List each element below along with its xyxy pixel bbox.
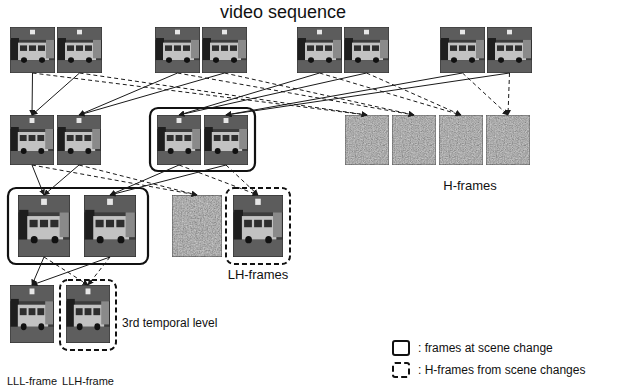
highpass-arrows-part [79, 165, 197, 195]
frame-label: LLL-frame [7, 375, 57, 388]
row3-frames-part [233, 195, 283, 257]
highpass-arrows-part [44, 257, 88, 285]
row3-frames-part [172, 195, 222, 257]
lowpass-arrows-part [32, 73, 80, 115]
highpass-arrows [32, 73, 510, 285]
lowpass-arrows-part [44, 165, 79, 195]
row1-frames-part [10, 27, 55, 73]
row2-frames-part [57, 115, 101, 165]
lowpass-arrows-part [110, 165, 226, 195]
diagram-title: video sequence [220, 2, 346, 23]
highpass-arrows-part [32, 165, 197, 195]
row2-frames-part [439, 115, 483, 165]
lowpass-arrows [32, 73, 510, 285]
lowpass-arrows-part [226, 73, 463, 115]
row2-frames-part [392, 115, 436, 165]
highpass-arrows-part [463, 73, 509, 115]
row2-frames-part [345, 115, 389, 165]
row2-frames-part [10, 115, 54, 165]
lowpass-arrows-part [179, 73, 367, 115]
frame-node: LLL-frame [10, 285, 54, 343]
legend-swatch [392, 340, 410, 356]
lowpass-arrows-part [32, 165, 44, 195]
row1-frames-part [202, 27, 247, 73]
lowpass-arrows-part [226, 73, 510, 115]
frame-group-label: 3rd temporal level [122, 317, 217, 331]
scene-change-brackets [8, 108, 290, 350]
highpass-arrows-part [226, 165, 258, 195]
frame-label: LLH-frame [62, 375, 114, 388]
row3-frames-part [18, 195, 70, 257]
highpass-arrows-part [88, 257, 110, 285]
lowpass-arrows-part [32, 257, 44, 285]
legend-row: : frames at scene change [392, 340, 553, 356]
highpass-arrows-part [33, 73, 368, 115]
highpass-arrows-part [508, 73, 510, 115]
row3-frames-part [84, 195, 136, 257]
legend-row: : H-frames from scene changes [392, 362, 585, 378]
row4-frames-part [66, 285, 110, 343]
scene-change-brackets-part [226, 188, 290, 264]
lowpass-arrows-part [79, 73, 178, 115]
legend-text: : H-frames from scene changes [418, 363, 585, 377]
row1-frames-part [155, 27, 200, 73]
row3-frames [18, 195, 283, 257]
scene-change-brackets-part [8, 188, 148, 264]
highpass-arrows-part [320, 73, 462, 115]
frame-group-label: LH-frames [228, 268, 289, 283]
lowpass-arrows-part [32, 257, 110, 285]
legend-text: : frames at scene change [418, 341, 553, 355]
scene-change-brackets-part [150, 108, 255, 171]
row1-frames-part [344, 27, 389, 73]
row1-frames-part [57, 27, 102, 73]
frame-group-label: H-frames [443, 179, 496, 194]
row1-frames-part [297, 27, 342, 73]
row2-frames-part [204, 115, 248, 165]
highpass-arrows-part [179, 165, 258, 195]
highpass-arrows-part [225, 73, 415, 115]
row4-frames-part [10, 285, 54, 343]
row2-frames-part [486, 115, 530, 165]
highpass-arrows-part [178, 73, 415, 115]
highpass-arrows-part [367, 73, 462, 115]
scene-change-brackets-part [60, 280, 116, 350]
row2-frames-part [157, 115, 201, 165]
row2-frames [10, 115, 530, 165]
highpass-arrows-part [80, 73, 368, 115]
row1-frames [10, 27, 532, 73]
legend-swatch [392, 362, 410, 378]
row1-frames-part [440, 27, 485, 73]
row1-frames-part [487, 27, 532, 73]
lowpass-arrows-part [32, 73, 34, 115]
frame-node: LLH-frame [66, 285, 110, 343]
